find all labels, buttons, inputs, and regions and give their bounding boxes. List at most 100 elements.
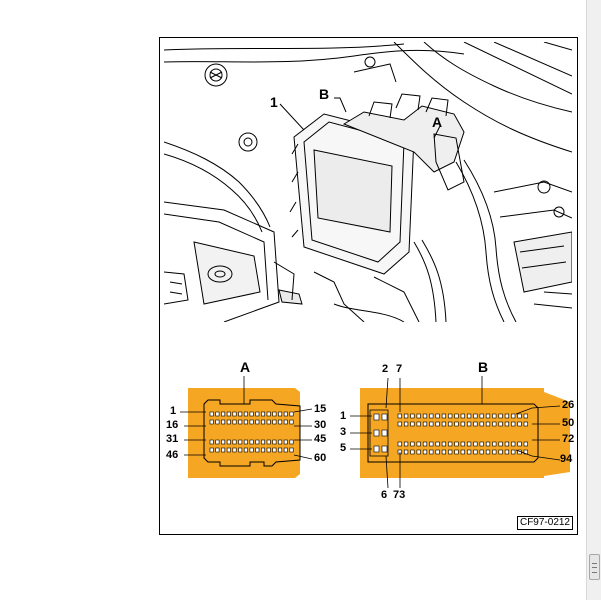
reference-code: CF97-0212 [516,516,573,530]
connector-pin [255,447,260,453]
connector-pin [410,449,415,455]
connector-pin [448,421,453,427]
connector-pin [422,421,428,427]
connector-pin [460,449,465,455]
connector-pin [283,447,288,453]
connector-pin [511,413,516,419]
connector-pin [416,413,421,419]
scroll-thumb[interactable] [589,554,600,580]
pin-label: 73 [393,489,406,501]
connector-pin [498,441,503,447]
connector-pin [429,441,434,447]
pin-label: 30 [314,419,327,431]
pin-label: 3 [340,426,347,438]
engine-bay-illustration: 1 B A [164,42,572,322]
connector-pin [429,449,434,455]
connector-pin [266,447,271,453]
connector-pin [441,421,447,427]
connector-pin [517,413,522,419]
connector-pin [479,413,484,419]
connector-pin [249,411,254,417]
connector-pin [485,441,491,447]
connector-pin [479,421,484,427]
connector-pin [422,441,428,447]
connector-pin [272,411,277,417]
connector-pin [238,447,243,453]
connector-pin [441,449,447,455]
connector-pin [238,411,243,417]
connector-pin [511,421,516,427]
connector-pin [209,411,214,417]
connector-pin [397,413,402,419]
connector-pin [255,419,260,425]
connector-pin [416,441,421,447]
connector-pin [272,447,277,453]
connector-pin [226,419,231,425]
connector-pin [473,413,478,419]
pin-label: 45 [314,433,327,445]
connector-pin [448,441,453,447]
connector-pin [422,449,428,455]
connector-pin [492,421,497,427]
connector-pin [410,413,415,419]
connector-pin [511,441,516,447]
connector-pin [283,419,288,425]
connector-drawings [180,376,570,489]
connector-pin [232,411,237,417]
connector-pin [404,413,409,419]
grip-icon [592,563,597,573]
connector-pin [266,411,271,417]
connector-pin [429,421,434,427]
pin-label: 2 [382,363,389,375]
connector-pin [226,439,231,445]
connector-pin [504,421,510,427]
connector-pin [485,421,491,427]
connector-pin [243,419,248,425]
connector-pin [215,439,220,445]
connector-pin [466,449,472,455]
pin-label: 72 [562,433,575,445]
connector-diagrams: A 1 16 31 46 15 30 45 60 B 1 3 5 2 7 6 7… [160,356,577,526]
connector-pin [517,441,522,447]
connector-pin [485,413,491,419]
connector-pin [232,447,237,453]
figure-frame: 1 B A [159,37,578,535]
connector-pin [498,413,503,419]
connector-pin [523,441,528,447]
connector-b-title: B [478,359,489,375]
connector-pin [215,411,220,417]
pin-label: 60 [314,452,327,464]
connector-pin [441,413,447,419]
connector-pin [485,449,491,455]
connector-pin [226,411,231,417]
connector-pin [511,449,516,455]
connector-pin [460,441,465,447]
connector-pin [261,439,266,445]
connector-pin [422,413,428,419]
pin-label: 15 [314,403,327,415]
connector-pin [289,419,294,425]
connector-pin [261,447,266,453]
connector-pin [278,447,283,453]
vertical-scrollbar[interactable] [586,0,601,600]
connector-pin [289,411,294,417]
pin-label: 16 [166,419,179,431]
connector-pin [381,413,388,421]
pin-label: 1 [340,410,347,422]
connector-pin [416,449,421,455]
connector-pin [460,421,465,427]
callout-b: B [319,86,330,102]
connector-pin [272,439,277,445]
connector-pin [504,413,510,419]
connector-pin [517,421,522,427]
connector-pin [261,411,266,417]
connector-pin [448,449,453,455]
connector-pin [441,441,447,447]
pin-label: 7 [396,363,403,375]
connector-pin [410,421,415,427]
connector-pin [209,419,214,425]
connector-a-title: A [240,359,251,375]
connector-pin [523,413,528,419]
pin-label: 5 [340,442,347,454]
connector-pin [238,419,243,425]
